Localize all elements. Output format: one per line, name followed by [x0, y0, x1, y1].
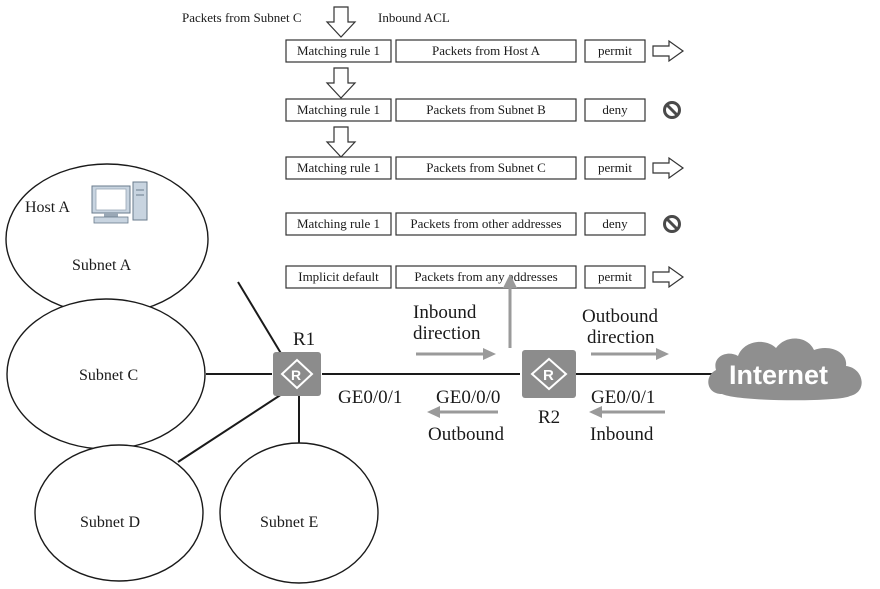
computer-icon: [91, 181, 148, 224]
flow-down-arrow: [325, 126, 357, 158]
router-icon: R: [522, 350, 576, 398]
acl-rules: Matching rule 1 Packets from Host A permit…: [285, 39, 685, 289]
action-box: [584, 156, 646, 180]
inbound-label: Inbound: [590, 424, 654, 445]
rule-label: Matching rule 1: [297, 43, 380, 58]
rule-label: Matching rule 1: [297, 102, 380, 117]
action-label: permit: [598, 43, 632, 58]
subnet-d-ellipse: [34, 444, 204, 582]
subnet-a-label: Subnet A: [72, 257, 132, 274]
outbound-direction-label-1: Outbound: [582, 306, 659, 327]
outbound-direction-arrow: [591, 348, 669, 360]
rule-box: [285, 212, 392, 236]
internet-cloud-icon: [708, 338, 862, 401]
acl-rule-row: Matching rule 1 Packets from Subnet B deny: [285, 98, 681, 122]
rule-label: Matching rule 1: [297, 160, 380, 175]
action-label: deny: [602, 102, 628, 117]
acl-rule-row: Matching rule 1 Packets from other addres…: [285, 212, 681, 236]
svg-text:R: R: [543, 367, 554, 384]
inbound-direction-arrow: [416, 348, 496, 360]
packets-box: [395, 212, 577, 236]
r2-right-port-label: GE0/0/1: [591, 387, 655, 408]
rule-box: [285, 98, 392, 122]
inbound-direction-label-2: direction: [413, 323, 481, 344]
r1-label: R1: [293, 329, 315, 350]
subnet-c-label: Subnet C: [79, 367, 138, 384]
deny-icon: [663, 215, 681, 233]
outbound-label: Outbound: [428, 424, 505, 445]
subnet-e-ellipse: [219, 442, 379, 584]
action-box: [584, 98, 646, 122]
link-subnet-d-r1: [177, 393, 283, 463]
packets-label: Packets from any addresses: [414, 269, 557, 284]
action-label: permit: [598, 269, 632, 284]
packets-box: [395, 156, 577, 180]
rule-label: Implicit default: [298, 269, 379, 284]
permit-arrow-icon: [652, 265, 685, 289]
permit-arrow-icon: [652, 39, 685, 63]
packets-box: [395, 265, 577, 289]
r2-left-port-label: GE0/0/0: [436, 387, 500, 408]
subnet-e-label: Subnet E: [260, 514, 318, 531]
rule-box: [285, 265, 392, 289]
inbound-acl-label: Inbound ACL: [378, 10, 450, 25]
subnet-d-label: Subnet D: [80, 514, 140, 531]
packets-label: Packets from Subnet B: [426, 102, 546, 117]
inbound-acl-arrow: [503, 274, 517, 348]
rule-box: [285, 156, 392, 180]
link-subnet-a-r1: [237, 281, 286, 361]
acl-rule-row: Implicit default Packets from any address…: [285, 265, 685, 289]
rule-box: [285, 39, 392, 63]
router-icon: R: [273, 352, 321, 396]
acl-rule-row: Matching rule 1 Packets from Subnet C perm…: [285, 156, 685, 180]
internet-label: Internet: [729, 360, 828, 390]
outbound-direction-label-2: direction: [587, 327, 655, 348]
host-a-label: Host A: [25, 199, 70, 216]
packets-box: [395, 39, 577, 63]
action-label: permit: [598, 160, 632, 175]
action-box: [584, 265, 646, 289]
deny-icon: [663, 101, 681, 119]
action-box: [584, 39, 646, 63]
svg-text:R: R: [291, 367, 301, 383]
packets-box: [395, 98, 577, 122]
flow-down-arrow: [325, 6, 357, 38]
packets-label: Packets from other addresses: [410, 216, 561, 231]
permit-arrow-icon: [652, 156, 685, 180]
rule-label: Matching rule 1: [297, 216, 380, 231]
r2-label: R2: [538, 407, 560, 428]
packets-label: Packets from Host A: [432, 43, 541, 58]
flow-down-arrow: [325, 67, 357, 99]
r1-port-label: GE0/0/1: [338, 387, 402, 408]
acl-rule-row: Matching rule 1 Packets from Host A permit: [285, 39, 685, 63]
outbound-arrow: [427, 406, 498, 418]
inbound-arrow: [589, 406, 665, 418]
inbound-direction-label-1: Inbound: [413, 302, 477, 323]
action-label: deny: [602, 216, 628, 231]
packets-from-label: Packets from Subnet C: [182, 10, 302, 25]
action-box: [584, 212, 646, 236]
packets-label: Packets from Subnet C: [426, 160, 546, 175]
